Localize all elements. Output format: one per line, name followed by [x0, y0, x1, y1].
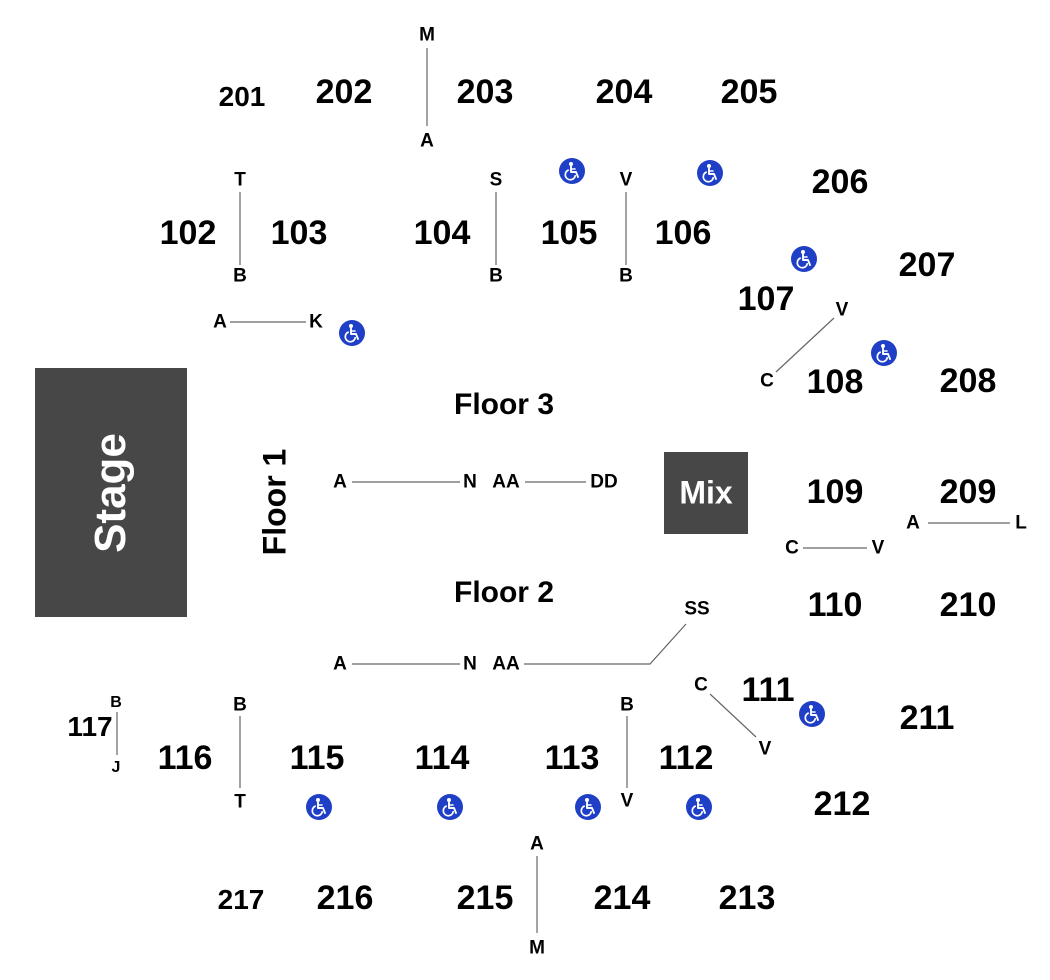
section-207[interactable]: 207 [898, 246, 956, 284]
row-label: T [234, 169, 246, 191]
row-line-111 [709, 693, 757, 738]
section-213[interactable]: 213 [718, 879, 776, 917]
row-label: B [620, 694, 634, 716]
row-label: A [530, 833, 544, 855]
row-label: AA [492, 653, 520, 675]
row-line-107 [775, 317, 835, 373]
section-210[interactable]: 210 [939, 586, 997, 624]
wheelchair-icon[interactable] [697, 160, 723, 186]
section-211[interactable]: 211 [899, 699, 955, 737]
row-label: L [1015, 512, 1027, 534]
floor-2-label: Floor 2 [453, 576, 555, 609]
row-label: V [871, 537, 885, 559]
wheelchair-icon[interactable] [575, 794, 601, 820]
row-label: B [489, 265, 503, 287]
wheelchair-icon[interactable] [339, 320, 365, 346]
mix-label: Mix [679, 474, 733, 511]
section-117[interactable]: 117 [67, 711, 113, 742]
wheelchair-icon[interactable] [437, 794, 463, 820]
section-107[interactable]: 107 [737, 280, 795, 318]
row-label: V [835, 299, 849, 321]
row-label: S [489, 169, 503, 191]
row-label: V [758, 738, 772, 760]
row-line-floor2-b [524, 623, 687, 665]
section-215[interactable]: 215 [456, 879, 514, 917]
row-label: B [110, 694, 122, 711]
section-203[interactable]: 203 [456, 73, 514, 111]
row-label: N [463, 653, 477, 675]
row-label: C [785, 537, 799, 559]
section-102[interactable]: 102 [159, 214, 217, 252]
section-216[interactable]: 216 [316, 879, 374, 917]
row-label: K [309, 311, 323, 333]
section-212[interactable]: 212 [813, 785, 871, 823]
floor-3-label: Floor 3 [453, 388, 555, 421]
section-109[interactable]: 109 [806, 473, 864, 511]
stage-label: Stage [86, 432, 135, 553]
row-label: A [420, 130, 434, 152]
row-label: T [234, 791, 246, 813]
row-label: J [111, 759, 121, 776]
section-110[interactable]: 110 [807, 586, 863, 624]
row-label: SS [684, 598, 710, 620]
section-202[interactable]: 202 [315, 73, 373, 111]
section-108[interactable]: 108 [806, 363, 864, 401]
row-label: A [333, 471, 347, 493]
wheelchair-icon[interactable] [306, 794, 332, 820]
row-label: A [333, 653, 347, 675]
wheelchair-icon[interactable] [871, 340, 897, 366]
row-label: C [760, 370, 774, 392]
section-105[interactable]: 105 [540, 214, 598, 252]
row-label: DD [590, 471, 618, 493]
row-label: B [619, 265, 633, 287]
row-label: N [463, 471, 477, 493]
row-label: M [419, 24, 435, 46]
row-label: B [233, 694, 247, 716]
row-label: V [620, 790, 634, 812]
row-label: M [529, 937, 545, 959]
row-label: B [233, 265, 247, 287]
section-111[interactable]: 111 [741, 671, 795, 709]
section-104[interactable]: 104 [413, 214, 471, 252]
mix-booth: Mix [664, 452, 748, 534]
section-208[interactable]: 208 [939, 362, 997, 400]
section-103[interactable]: 103 [270, 214, 328, 252]
section-206[interactable]: 206 [811, 163, 869, 201]
section-114[interactable]: 114 [414, 739, 470, 777]
section-116[interactable]: 116 [157, 739, 213, 777]
row-label: AA [492, 471, 520, 493]
wheelchair-icon[interactable] [686, 794, 712, 820]
section-205[interactable]: 205 [720, 73, 778, 111]
section-217[interactable]: 217 [217, 884, 265, 915]
wheelchair-icon[interactable] [799, 701, 825, 727]
section-204[interactable]: 204 [595, 73, 653, 111]
section-209[interactable]: 209 [939, 473, 997, 511]
section-113[interactable]: 113 [544, 739, 600, 777]
stage: Stage [35, 368, 187, 617]
section-115[interactable]: 115 [289, 739, 345, 777]
section-112[interactable]: 112 [658, 739, 714, 777]
section-106[interactable]: 106 [654, 214, 712, 252]
row-label: A [906, 512, 920, 534]
section-214[interactable]: 214 [593, 879, 651, 917]
section-201[interactable]: 201 [218, 81, 266, 112]
wheelchair-icon[interactable] [791, 246, 817, 272]
row-label: V [619, 169, 633, 191]
wheelchair-icon[interactable] [559, 158, 585, 184]
row-label: A [213, 311, 227, 333]
row-label: C [694, 674, 708, 696]
floor-1-label: Floor 1 [256, 448, 293, 556]
